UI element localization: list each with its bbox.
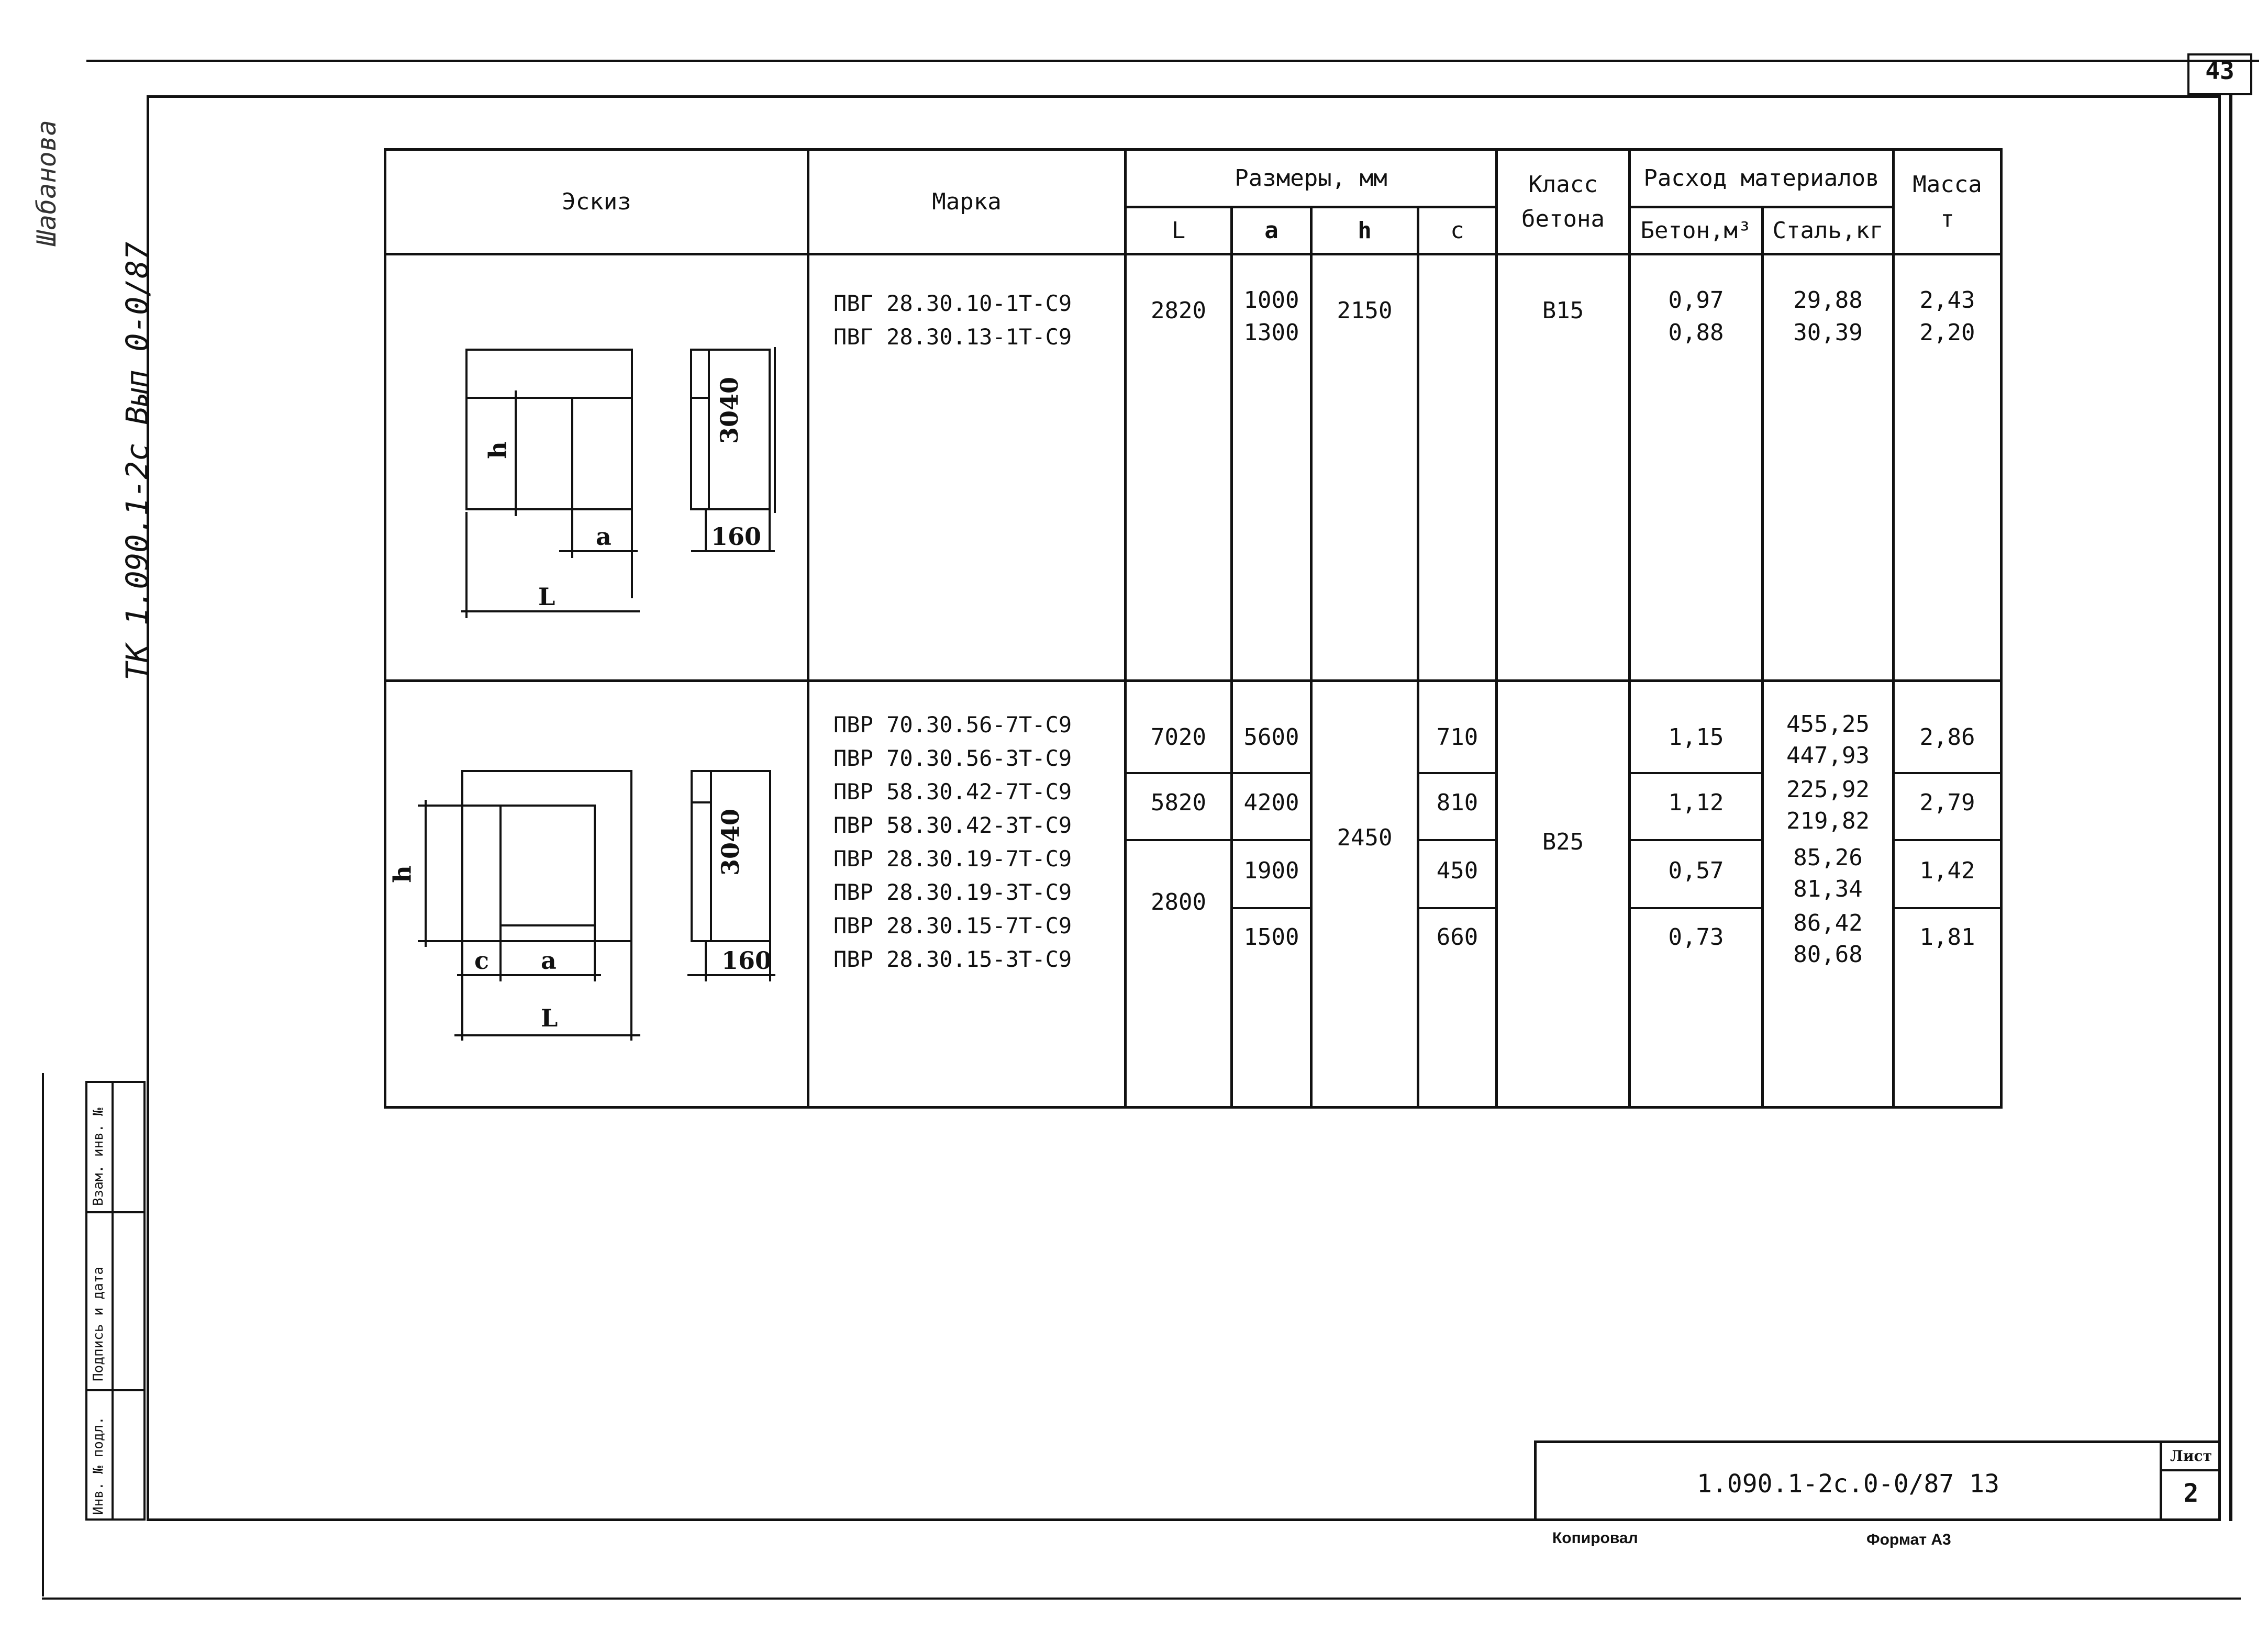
- g2-steel-4: 219,82: [1786, 808, 1870, 834]
- sketch2-label-c: c: [474, 946, 490, 975]
- drawing-frame: [147, 95, 2221, 1521]
- g2-steel-8: 80,68: [1793, 941, 1863, 968]
- header-sketch: Эскиз: [384, 148, 809, 255]
- g2-concrete-2: 1,12: [1668, 789, 1724, 816]
- sketch-cell-2: h c a L 3040 160: [384, 679, 809, 1109]
- frame-right-double-line: [2229, 95, 2232, 1521]
- header-concrete-class: Класс бетона: [1495, 148, 1631, 255]
- header-sizes: Размеры, мм: [1124, 148, 1498, 208]
- footer-format: Формат А3: [1866, 1531, 1951, 1548]
- sketch1-label-h: h: [483, 441, 512, 459]
- header-a: a: [1230, 206, 1313, 255]
- g2-c-2: 810: [1436, 789, 1478, 816]
- left-stamp: Инв. № подл. Подпись и дата Взам. инв. №: [85, 1081, 146, 1521]
- sketch1-label-height: 3040: [715, 376, 743, 444]
- bottom-edge-line: [42, 1598, 2241, 1600]
- g2-a-4: 1500: [1243, 924, 1299, 951]
- g2-L-3: 2800: [1151, 889, 1206, 915]
- g2-a-3: 1900: [1243, 857, 1299, 884]
- header-steel: Сталь,кг: [1761, 206, 1895, 255]
- header-mark: Марка: [807, 148, 1127, 255]
- g1-h: 2150: [1337, 297, 1393, 324]
- g2-a-2: 4200: [1243, 789, 1299, 816]
- g1-a-2: 1300: [1243, 319, 1299, 346]
- table-row-group1: h a L 3040 160 ПВГ 28.30.10-1Т-С9 ПВГ 28…: [384, 253, 2003, 682]
- header-materials: Расход материалов: [1628, 148, 1895, 208]
- sketch1-label-L: L: [538, 583, 555, 611]
- g2-class: В25: [1542, 829, 1584, 855]
- g1-c-empty: [1417, 253, 1498, 682]
- sheet-value: 2: [2183, 1479, 2199, 1508]
- marks-list-1: ПВГ 28.30.10-1Т-С9 ПВГ 28.30.13-1Т-С9: [833, 291, 1072, 350]
- g2-h: 2450: [1337, 824, 1393, 851]
- marks-cell-1: ПВГ 28.30.10-1Т-С9 ПВГ 28.30.13-1Т-С9: [807, 253, 1127, 682]
- footer-copied: Копировал: [1552, 1529, 1638, 1547]
- g2-steel-6: 81,34: [1793, 876, 1863, 902]
- stamp-inv-label: Инв. № подл.: [91, 1416, 106, 1515]
- g1-L: 2820: [1151, 297, 1206, 324]
- g2-L-2: 5820: [1151, 789, 1206, 816]
- sketch2-label-height: 3040: [716, 808, 744, 876]
- g2-c-3: 450: [1436, 857, 1478, 884]
- marks-cell-2: ПВР 70.30.56-7Т-С9 ПВР 70.30.56-3Т-С9 ПВ…: [807, 679, 1127, 1109]
- sketch-pvg: [461, 347, 776, 618]
- g2-mass-2: 2,79: [1919, 789, 1975, 816]
- top-edge-line: [86, 60, 2259, 62]
- g1-concrete-2: 0,88: [1668, 319, 1724, 346]
- sketch1-label-a: a: [596, 522, 612, 551]
- title-block: 1.090.1-2с.0-0/87 13 Лист 2: [1534, 1440, 2221, 1521]
- left-edge-line: [42, 1073, 44, 1596]
- g1-a-1: 1000: [1243, 287, 1299, 314]
- g2-mass-4: 1,81: [1919, 924, 1975, 951]
- header-c: c: [1417, 206, 1498, 255]
- g2-concrete-1: 1,15: [1668, 724, 1724, 751]
- g2-a-1: 5600: [1243, 724, 1299, 751]
- g1-steel-1: 29,88: [1793, 287, 1863, 314]
- stamp-replace-label: Взам. инв. №: [91, 1108, 106, 1206]
- header-h: h: [1310, 206, 1419, 255]
- handwritten-note: Шабанова: [31, 120, 62, 246]
- g2-concrete-3: 0,57: [1668, 857, 1724, 884]
- g2-concrete-4: 0,73: [1668, 924, 1724, 951]
- g2-c-4: 660: [1436, 924, 1478, 951]
- marks-list-2: ПВР 70.30.56-7Т-С9 ПВР 70.30.56-3Т-С9 ПВ…: [833, 712, 1072, 972]
- g1-mass-2: 2,20: [1919, 319, 1975, 346]
- header-L: L: [1124, 206, 1233, 255]
- g2-c-1: 710: [1436, 724, 1478, 751]
- sketch2-label-a: a: [541, 946, 557, 975]
- sheet-number: 43: [2205, 57, 2234, 85]
- sheet-number-box: [2187, 53, 2252, 95]
- g1-concrete-1: 0,97: [1668, 287, 1724, 314]
- g2-steel-3: 225,92: [1786, 776, 1870, 803]
- sketch2-label-thickness: 160: [721, 946, 772, 975]
- g2-steel-5: 85,26: [1793, 844, 1863, 871]
- document-code: 1.090.1-2с.0-0/87 13: [1697, 1469, 1999, 1499]
- sketch-pvr: [418, 770, 775, 1041]
- table-row-group2: h c a L 3040 160 ПВР 70.30.56-7Т-С9 ПВР …: [384, 679, 2003, 1109]
- side-note: ТК 1.090.1-2с Вып 0-0/87: [119, 241, 155, 680]
- g2-L-1: 7020: [1151, 724, 1206, 751]
- g2-mass-3: 1,42: [1919, 857, 1975, 884]
- sketch2-label-L: L: [541, 1004, 558, 1032]
- header-mass: Масса т: [1892, 148, 2003, 255]
- header-concrete-volume: Бетон,м³: [1628, 206, 1764, 255]
- g2-steel-2: 447,93: [1786, 742, 1870, 769]
- g1-class: В15: [1542, 297, 1584, 324]
- g1-steel-2: 30,39: [1793, 319, 1863, 346]
- g2-mass-1: 2,86: [1919, 724, 1975, 751]
- sheet-label: Лист: [2170, 1447, 2212, 1465]
- sketch-cell-1: h a L 3040 160: [384, 253, 809, 682]
- g2-steel-1: 455,25: [1786, 711, 1870, 738]
- sketch2-label-h: h: [388, 865, 417, 883]
- stamp-sign-label: Подпись и дата: [91, 1266, 106, 1381]
- g2-steel-7: 86,42: [1793, 910, 1863, 936]
- sketch1-label-thickness: 160: [711, 522, 762, 551]
- g1-mass-1: 2,43: [1919, 287, 1975, 314]
- specification-table: Эскиз Марка Размеры, мм Класс бетона Рас…: [384, 148, 2003, 1109]
